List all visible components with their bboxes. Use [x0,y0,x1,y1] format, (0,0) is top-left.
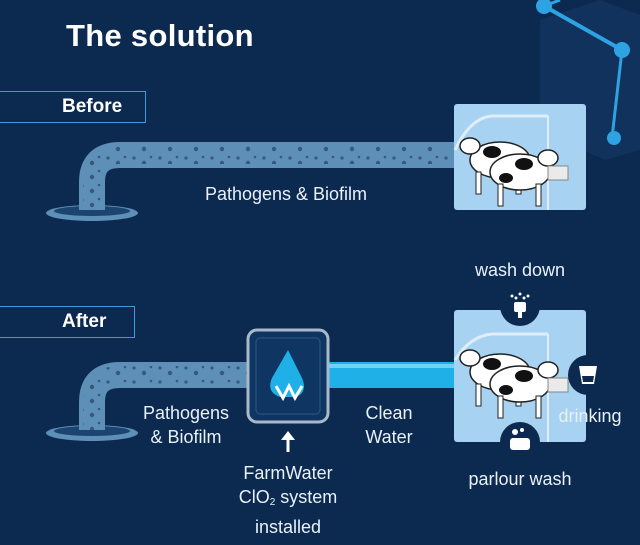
cow-icon [489,149,559,207]
after-pipe-label: Pathogens & Biofilm [126,401,246,449]
farmwater-system-label: FarmWater ClO2 system installed [208,461,368,539]
clean-water-label: Clean Water [344,401,434,449]
drinking-label: drinking [558,406,622,426]
parlour-wash-label: parlour wash [468,469,572,489]
page-title: The solution [66,18,254,53]
wash-down-icon [500,286,540,326]
after-tag: After [0,306,135,338]
before-pipe-label: Pathogens & Biofilm [204,184,368,204]
before-tag-label: Before [62,96,123,117]
system-line3: installed [254,517,322,537]
after-tag-label: After [62,311,107,332]
drinking-icon [568,355,608,395]
parlour-wash-icon [500,422,540,462]
after-pipe-dirty [46,362,255,441]
clean-water-line1: Clean [365,403,413,423]
before-cow-panel [453,104,586,210]
before-pipe [46,142,455,221]
after-pipe-label-line2: & Biofilm [150,427,222,447]
wash-down-label: wash down [474,260,566,280]
up-arrow-icon [281,431,295,452]
after-cow-panel [453,310,586,442]
farmwater-system-unit [246,328,330,424]
before-tag: Before [0,91,146,123]
system-line2: ClO2 system [238,487,338,508]
system-line1: FarmWater [243,463,333,483]
clean-water-line2: Water [365,427,413,447]
after-pipe-label-line1: Pathogens [142,403,230,423]
farmwater-logo-icon [270,350,304,402]
